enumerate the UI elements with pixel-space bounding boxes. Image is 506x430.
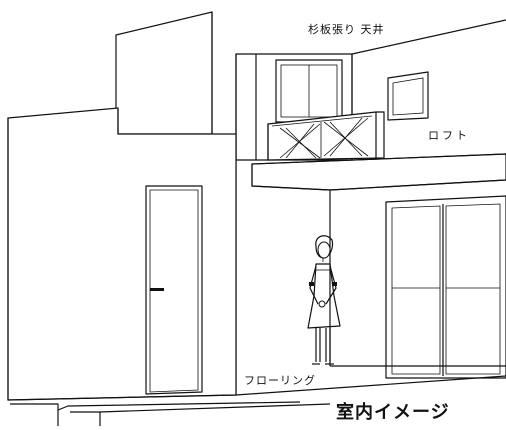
person-figure (307, 235, 341, 365)
interior-door (145, 185, 203, 395)
upper-back-wall (115, 11, 213, 135)
room-corner (329, 190, 506, 367)
image-title: 室内イメージ (336, 402, 450, 423)
floor (7, 375, 506, 426)
ceiling-label: 杉板張り 天井 (308, 23, 385, 36)
loft-floor-slab (251, 153, 506, 191)
loft-railing (267, 111, 385, 161)
floor-label: フローリング (244, 374, 316, 387)
loft-window-right (387, 71, 429, 121)
sliding-glass-door (385, 195, 506, 379)
left-walls (7, 107, 237, 401)
loft-label: ロフト (428, 129, 470, 142)
